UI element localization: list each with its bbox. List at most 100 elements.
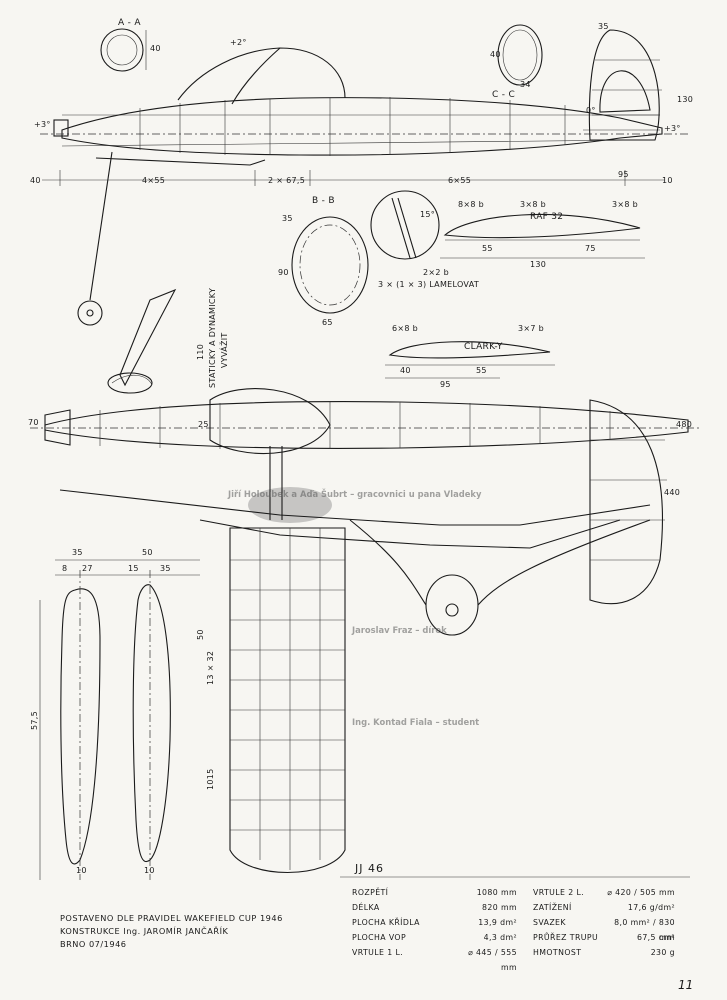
spec-key: DÉLKA xyxy=(352,903,380,912)
clark-spar-a: 6×8 b xyxy=(392,324,419,333)
dim-10: 10 xyxy=(662,176,673,185)
label-raf32: RAF 32 xyxy=(530,212,564,222)
dim-90: 90 xyxy=(278,268,289,277)
airfoil-clarky xyxy=(385,341,555,379)
dim-15deg: 15° xyxy=(420,210,436,219)
dimension-lines-top xyxy=(42,170,665,186)
dim-6x55: 6×55 xyxy=(448,176,472,185)
section-cc xyxy=(497,24,543,86)
dim-35-top: 35 xyxy=(598,22,609,31)
label-vyvazit: VYVÁŽIT xyxy=(220,332,229,368)
dim-27: 27 xyxy=(82,564,93,573)
dim-clark-95: 95 xyxy=(440,380,451,389)
clark-spar-b: 3×7 b xyxy=(518,324,545,333)
spec-row: DÉLKA 820 mm ZATÍŽENÍ 17,6 g/dm² xyxy=(352,900,682,915)
dim-50b: 50 xyxy=(196,629,205,640)
dim-4x55: 4×55 xyxy=(142,176,166,185)
spec-value: 4,3 dm² xyxy=(483,933,517,942)
spec-value: 13,9 dm² xyxy=(478,918,517,927)
spec-key: HMOTNOST xyxy=(533,948,582,957)
detail-circle xyxy=(370,190,440,260)
spec-value: 1080 mm xyxy=(476,888,517,897)
dim-13x32: 13 × 32 xyxy=(206,650,215,685)
credit-place-date: BRNO 07/1946 xyxy=(60,939,127,950)
dim-35-bb: 35 xyxy=(282,214,293,223)
label-section-aa: A - A xyxy=(118,18,141,28)
dim-clark-55: 55 xyxy=(476,366,487,375)
spec-row: PLOCHA VOP 4,3 dm² PRŮŘEZ TRUPU 67,5 cm² xyxy=(352,930,682,945)
bleed-through-heading-2: Jaroslav Fraz – dírek xyxy=(352,625,447,635)
bleed-through-heading-3: Ing. Kontad Fiala – student xyxy=(352,717,480,727)
plan-view xyxy=(30,388,700,873)
dim-65: 65 xyxy=(322,318,333,327)
dim-plus2: +2° xyxy=(230,38,247,47)
spec-key: SVAZEK xyxy=(533,918,566,927)
spec-key: ZATÍŽENÍ xyxy=(533,903,572,912)
dim-raf-75: 75 xyxy=(585,244,596,253)
specifications-table: ROZPĚTÍ 1080 mm VRTULE 2 L. ⌀ 420 / 505 … xyxy=(352,885,682,972)
spec-key: PLOCHA VOP xyxy=(352,933,407,942)
dim-10-prop: 10 xyxy=(76,866,87,875)
label-lamelovat: 3 × (1 × 3) LAMELOVAT xyxy=(378,280,480,289)
dim-8: 8 xyxy=(62,564,68,573)
label-section-bb: B - B xyxy=(312,196,335,206)
dim-1015: 1015 xyxy=(206,768,215,790)
page-number: 11 xyxy=(678,978,694,992)
label-2x2b: 2×2 b xyxy=(423,268,450,277)
dim-34: 34 xyxy=(520,80,531,89)
rudder-outline xyxy=(588,29,662,141)
dimension-lines-prop xyxy=(39,559,200,880)
spec-key: PRŮŘEZ TRUPU xyxy=(533,933,599,942)
spec-value: 8,0 mm² / 830 mm xyxy=(614,918,675,943)
credit-rules: POSTAVENO DLE PRAVIDEL WAKEFIELD CUP 194… xyxy=(60,913,283,923)
spec-key: VRTULE 1 L. xyxy=(352,948,404,957)
spec-value: 67,5 cm² xyxy=(636,933,675,942)
dim-zero: 0° xyxy=(586,106,596,115)
dim-57-5: 57,5 xyxy=(30,710,39,730)
dim-40-aa: 40 xyxy=(150,44,161,53)
spec-value: 820 mm xyxy=(482,903,517,912)
section-bb xyxy=(291,216,369,314)
spec-value: 17,6 g/dm² xyxy=(627,903,675,912)
dim-70: 70 xyxy=(28,418,39,427)
dim-40-left: 40 xyxy=(30,176,41,185)
airfoil-raf32 xyxy=(440,213,645,259)
label-clarky: CLARK-Y xyxy=(464,342,503,352)
raf-spar-a: 8×8 b xyxy=(458,200,485,209)
construction-credits: POSTAVENO DLE PRAVIDEL WAKEFIELD CUP 194… xyxy=(60,912,283,952)
propeller-blades xyxy=(60,570,171,880)
spec-key: VRTULE 2 L. xyxy=(533,888,585,897)
spec-value: ⌀ 445 / 555 mm xyxy=(468,948,517,973)
propeller-sketch xyxy=(107,288,177,394)
spec-key: ROZPĚTÍ xyxy=(352,888,389,897)
dim-480: 480 xyxy=(676,420,693,429)
dim-2x67: 2 × 67,5 xyxy=(268,176,306,185)
spec-row: VRTULE 1 L. ⌀ 445 / 555 mm HMOTNOST 230 … xyxy=(352,945,682,972)
dim-10-prop2: 10 xyxy=(144,866,155,875)
spec-row: PLOCHA KŘÍDLA 13,9 dm² SVAZEK 8,0 mm² / … xyxy=(352,915,682,942)
side-view-fuselage xyxy=(40,47,690,326)
dim-95: 95 xyxy=(618,170,629,179)
label-section-cc: C - C xyxy=(492,90,516,100)
dim-110: 110 xyxy=(196,343,205,360)
raf-spar-c: 3×8 b xyxy=(612,200,639,209)
credit-designer: KONSTRUKCE Ing. JAROMÍR JANČAŘÍK xyxy=(60,926,229,937)
spec-key: PLOCHA KŘÍDLA xyxy=(352,918,420,927)
dim-raf-55: 55 xyxy=(482,244,493,253)
spec-row: ROZPĚTÍ 1080 mm VRTULE 2 L. ⌀ 420 / 505 … xyxy=(352,885,682,900)
spec-value: ⌀ 420 / 505 mm xyxy=(607,888,675,897)
section-aa xyxy=(100,28,147,72)
raf-spar-b: 3×8 b xyxy=(520,200,547,209)
model-name: JJ 46 xyxy=(355,862,384,875)
label-staticky: STATICKY A DYNAMICKY xyxy=(208,287,217,388)
spec-value: 230 g xyxy=(650,948,675,957)
dim-plus3-right: +3° xyxy=(664,124,681,133)
dim-clark-40: 40 xyxy=(400,366,411,375)
dim-raf-130: 130 xyxy=(530,260,547,269)
dim-35-tail2: 35 xyxy=(160,564,171,573)
dim-440: 440 xyxy=(664,488,681,497)
dim-50: 50 xyxy=(142,548,153,557)
dim-35-tail: 35 xyxy=(72,548,83,557)
